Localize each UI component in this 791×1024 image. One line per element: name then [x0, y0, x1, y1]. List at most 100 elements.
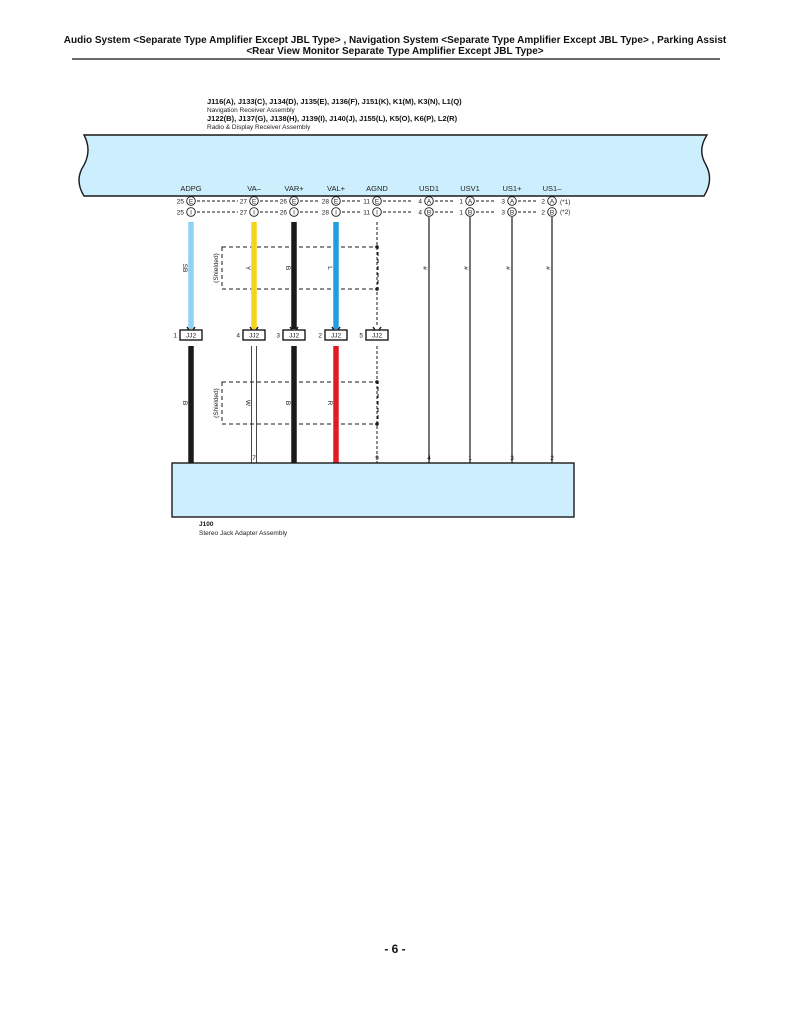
- stereo-jack-name: Stereo Jack Adapter Assembly: [199, 530, 288, 537]
- pin-number-row1: 2: [541, 199, 545, 206]
- shielded-label-lower: (Shielded): [213, 388, 220, 418]
- wire-color-code-lower: B: [284, 401, 291, 405]
- wire-color-code: #: [544, 266, 551, 270]
- connector-letter-row2: B: [468, 209, 472, 216]
- wire-group: ADPG2525EI8AUXOSBBJJ21VA–2727EI7ASGNYWJJ…: [173, 184, 562, 475]
- jj2-connector-box: [282, 329, 306, 341]
- wire-color-code-upper: Y: [244, 266, 251, 271]
- pin-number-row2: 25: [177, 210, 185, 217]
- connector-circle-row1: [331, 196, 341, 206]
- connector-circle-row1: [424, 196, 434, 206]
- terminal-label-top: US1+: [503, 184, 523, 193]
- shield-junction-dot: [375, 245, 379, 249]
- connector-letter-row1: E: [375, 198, 380, 205]
- header-line-1: Audio System <Separate Type Amplifier Ex…: [64, 35, 727, 46]
- stereo-jack-body: [171, 462, 575, 518]
- pin-number-row2: 28: [322, 210, 330, 217]
- terminal-label-top: USV1: [460, 184, 480, 193]
- shield-junction-dot: [375, 287, 379, 291]
- nav-receiver-codes: J116(A), J133(C), J134(D), J135(E), J136…: [207, 97, 462, 106]
- pin-number-row2: 3: [501, 210, 505, 217]
- page-number: - 6 -: [384, 942, 405, 956]
- jj2-connector-box: [365, 329, 389, 341]
- wire-color-code: #: [462, 266, 469, 270]
- jj2-pin-number: 5: [359, 333, 363, 340]
- shield-junction-dot: [375, 380, 379, 384]
- pin-number-row1: 4: [418, 199, 422, 206]
- connector-circle-row2: [465, 207, 475, 217]
- jj2-connector-box: [179, 329, 203, 341]
- pin-number-row1: 26: [280, 199, 288, 206]
- terminal-label-top: US1–: [543, 184, 563, 193]
- pin-number-row1: 28: [322, 199, 330, 206]
- header-line-2: <Rear View Monitor Separate Type Amplifi…: [246, 46, 543, 57]
- connector-circle-row2: [547, 207, 557, 217]
- pin-number-row1: 27: [240, 199, 248, 206]
- radio-receiver-name: Radio & Display Receiver Assembly: [207, 124, 311, 131]
- jj2-pin-number: 2: [318, 333, 322, 340]
- connector-circle-row2: [372, 207, 382, 217]
- terminal-label-top: VAL+: [327, 184, 346, 193]
- connector-letter-row1: A: [468, 198, 473, 205]
- jj2-connector-label: JJ2: [249, 333, 260, 340]
- jj2-pin-number: 1: [173, 333, 177, 340]
- jj2-connector-label: JJ2: [372, 333, 383, 340]
- connector-circle-row1: [465, 196, 475, 206]
- connector-circle-row2: [186, 207, 196, 217]
- pin-number-row1: 11: [363, 199, 370, 206]
- nav-receiver-name: Navigation Receiver Assembly: [207, 107, 296, 114]
- connector-circle-row2: [507, 207, 517, 217]
- wire-color-code: #: [504, 266, 511, 270]
- pin-number-row2: 2: [541, 210, 545, 217]
- pin-number-row2: 27: [240, 210, 248, 217]
- pin-number-row1: 25: [177, 199, 185, 206]
- connector-circle-row1: [507, 196, 517, 206]
- terminal-label-top: AGND: [366, 184, 388, 193]
- connector-circle-row2: [289, 207, 299, 217]
- connector-circle-row1: [249, 196, 259, 206]
- pin-number-row1: 3: [501, 199, 505, 206]
- wire-color-code-upper: L: [326, 266, 333, 270]
- connector-circle-row1: [547, 196, 557, 206]
- connector-circle-row1: [372, 196, 382, 206]
- connector-letter-row2: B: [550, 209, 554, 216]
- terminal-label-top: VAR+: [284, 184, 304, 193]
- connector-letter-row2: B: [427, 209, 431, 216]
- terminal-label-top: VA–: [247, 184, 261, 193]
- radio-receiver-codes: J122(B), J137(G), J138(H), J139(I), J140…: [207, 114, 458, 123]
- connector-letter-row1: E: [334, 198, 339, 205]
- connector-letter-row1: E: [292, 198, 297, 205]
- connector-circle-row1: [289, 196, 299, 206]
- pin-number-row1: 1: [459, 199, 463, 206]
- terminal-label-top: ADPG: [180, 184, 201, 193]
- connector-letter-row1: E: [252, 198, 257, 205]
- connector-letter-row1: A: [550, 198, 555, 205]
- stereo-jack-code: J100: [199, 521, 214, 528]
- shielded-label-upper: (Shielded): [213, 253, 220, 283]
- wire-color-code-lower: B: [181, 401, 188, 405]
- connector-letter-row2: B: [510, 209, 514, 216]
- shield-junction-dot: [375, 422, 379, 426]
- connector-circle-row2: [424, 207, 434, 217]
- wire-color-code-upper: SB: [181, 264, 188, 273]
- variant-mark-1: (*1): [560, 199, 570, 206]
- jj2-pin-number: 4: [236, 333, 240, 340]
- jj2-pin-number: 3: [276, 333, 280, 340]
- terminal-label-top: USD1: [419, 184, 439, 193]
- shield-box-upper: [221, 246, 379, 290]
- connector-letter-row1: A: [427, 198, 432, 205]
- bottom-pin-number: 7: [252, 455, 256, 462]
- connector-letter-row2: I: [376, 209, 378, 216]
- wire-color-code: #: [421, 266, 428, 270]
- shield-box-lower: [221, 381, 379, 425]
- connector-letter-row2: I: [335, 209, 337, 216]
- connector-letter-row2: I: [293, 209, 295, 216]
- connector-letter-row2: I: [253, 209, 255, 216]
- pin-number-row2: 26: [280, 210, 288, 217]
- wire-color-code-lower: R: [326, 401, 333, 406]
- receiver-assembly-body: [78, 134, 711, 197]
- pin-number-row2: 1: [459, 210, 463, 217]
- variant-mark-2: (*2): [560, 209, 570, 216]
- connector-letter-row1: A: [510, 198, 515, 205]
